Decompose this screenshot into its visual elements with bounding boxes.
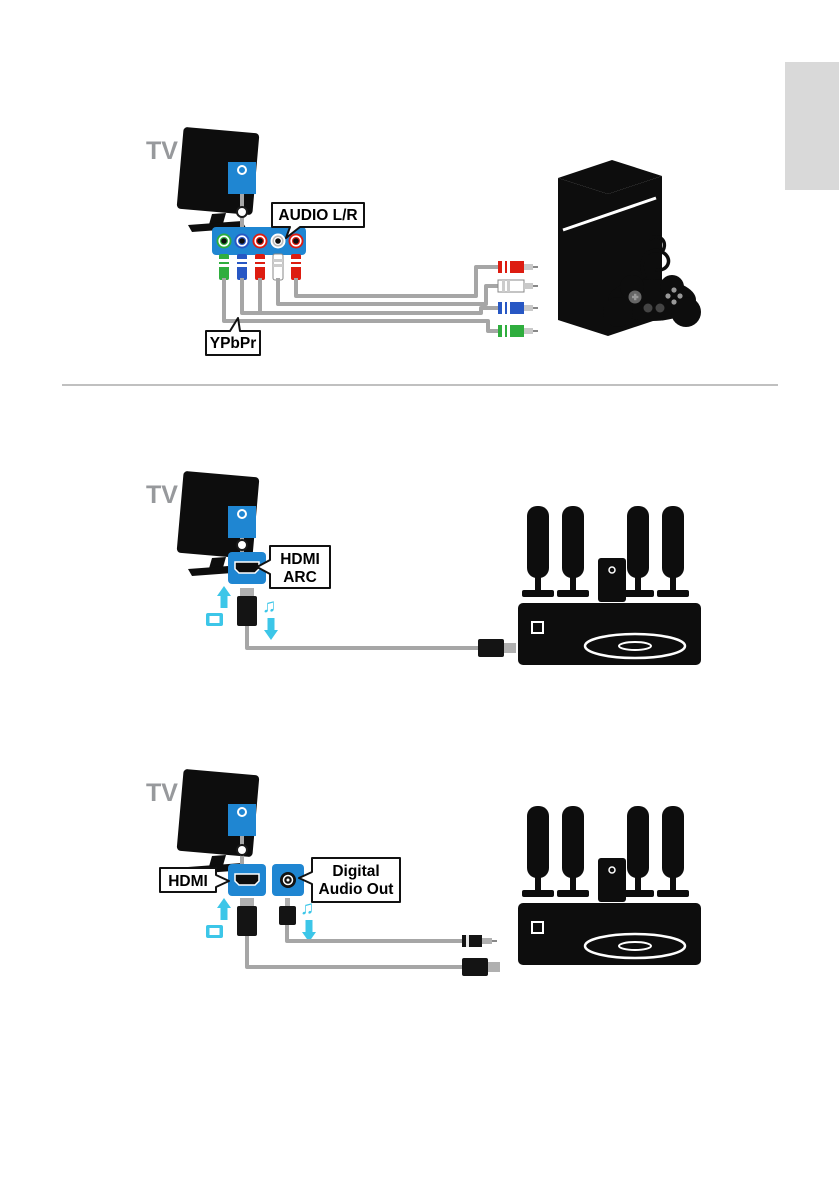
ypbpr-red-jack: [252, 233, 268, 249]
arrow-down-icon: [302, 920, 316, 942]
hdmi-cable: [245, 626, 478, 650]
music-notes-icon: ♫: [262, 596, 276, 617]
console-rca-plug-green: [498, 325, 538, 337]
hdmi-arc-callout-box: [256, 545, 331, 589]
ypbpr-blue-jack: [234, 233, 250, 249]
hdmi-arc-port: [228, 552, 266, 584]
audio-lr-callout-box: [271, 202, 365, 239]
ypbpr-callout-label: YPbPr: [210, 335, 257, 352]
console-rca-plug-red: [498, 261, 538, 273]
hdmi-port: [228, 864, 266, 896]
display-icon: [206, 613, 223, 626]
cable-ring: [236, 206, 248, 218]
page-edge-tab: [785, 62, 839, 190]
ypbpr-callout-box: [205, 317, 261, 356]
arrow-up-icon: [217, 586, 231, 608]
cable-ring: [236, 844, 248, 856]
audio-white-cable: [276, 278, 498, 306]
digital-audio-callout-box: [298, 857, 401, 903]
tv-label: TV: [146, 779, 178, 807]
hdmi-callout-label: HDMI: [168, 873, 208, 890]
tv-icon: [175, 125, 261, 233]
coax-plug: [279, 898, 296, 925]
home-theatre-icon: [518, 506, 701, 665]
audio-red-jack: [288, 233, 304, 249]
diagram-home-theatre-digital: TV HDMI Digital Audio Out ♫: [146, 767, 701, 976]
console-rca-plug-white: [497, 279, 538, 293]
music-notes-icon: ♫: [300, 898, 314, 919]
hdmi-arc-callout-line1: HDMI: [280, 551, 320, 568]
diagram-game-console: TV: [146, 125, 701, 356]
rca-plug-green: [219, 254, 229, 280]
cable-ring: [236, 539, 248, 551]
rca-plug-red-audio: [291, 254, 301, 280]
component-audio-port-strip: [212, 227, 306, 255]
video-blue-cable: [240, 278, 498, 315]
hdmi-cable: [245, 936, 462, 969]
digital-audio-cable: [285, 925, 462, 943]
ypbpr-green-jack: [216, 233, 232, 249]
hdmi-callout-box: [159, 867, 230, 893]
hdmi-plug: [237, 588, 257, 626]
digital-audio-callout-line1: Digital: [332, 863, 379, 880]
hdmi-arc-callout-line2: ARC: [283, 569, 317, 586]
tv-icon: [175, 767, 261, 875]
tv-label: TV: [146, 137, 178, 165]
digital-audio-callout-line2: Audio Out: [319, 881, 394, 898]
hdmi-plug: [237, 898, 257, 936]
arrow-down-icon: [264, 618, 278, 640]
digital-audio-port: [272, 864, 304, 896]
rca-plug-red-video: [255, 254, 265, 280]
home-theatre-icon: [518, 806, 701, 965]
rca-plug-blue: [237, 254, 247, 280]
console-rca-plug-blue: [498, 302, 538, 314]
diagram-home-theatre-arc: TV HDMI ARC ♫: [146, 469, 701, 665]
audio-white-jack: [270, 233, 286, 249]
hdmi-plug-end: [462, 958, 500, 976]
rca-plug-white-audio: [272, 253, 284, 281]
video-green-cable: [222, 278, 498, 333]
arrow-up-icon: [217, 898, 231, 920]
audio-red-cable: [294, 265, 498, 298]
tv-label: TV: [146, 481, 178, 509]
game-controller-icon: [603, 235, 701, 327]
display-icon: [206, 925, 223, 938]
hdmi-plug-end: [478, 639, 516, 657]
coax-plug-end: [462, 935, 497, 947]
audio-lr-callout-label: AUDIO L/R: [278, 207, 357, 224]
